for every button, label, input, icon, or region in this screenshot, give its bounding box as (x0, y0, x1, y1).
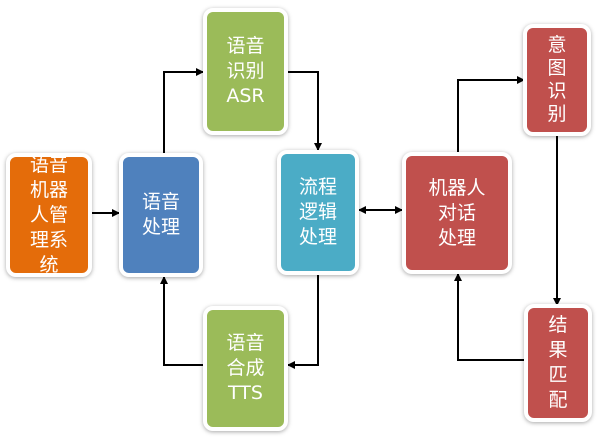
node-text: 人管 (29, 203, 68, 226)
node-text: 语音 (226, 35, 265, 57)
node-text: 配 (548, 389, 568, 411)
node-text: 处理 (298, 226, 337, 248)
node-asr: 语音 识别 ASR (203, 8, 288, 135)
node-text: 合成 (226, 357, 265, 379)
node-intent-recognition: 意 图 识 别 (523, 24, 591, 136)
node-text: 机器人 (428, 176, 486, 199)
node-text: 语音 (226, 332, 265, 354)
arrow-dialog-to-intent (457, 76, 525, 153)
node-text: 处理 (141, 216, 180, 238)
arrow-speech-to-asr (163, 68, 204, 153)
node-text: 结 (548, 314, 568, 336)
node-text: 匹 (548, 364, 568, 386)
node-text: 图 (547, 57, 567, 79)
arrow-tts-to-speech (160, 276, 203, 366)
node-text: 处理 (437, 226, 476, 249)
node-text: 果 (548, 339, 568, 361)
node-text: 理系 (29, 228, 68, 251)
node-text: 统 (39, 253, 59, 276)
node-robot-dialog: 机器人 对话 处理 (402, 152, 512, 274)
node-text: 意 (547, 34, 567, 56)
arrow-flow-to-tts (287, 273, 319, 369)
node-text: ASR (226, 85, 265, 107)
node-speech-processing: 语音 处理 (119, 153, 203, 277)
arrow-matching-to-dialog (454, 273, 526, 361)
node-text: 语音 (141, 191, 180, 213)
node-text: TTS (228, 382, 263, 404)
node-text: 机器 (29, 178, 68, 201)
node-text: 识 (547, 80, 567, 102)
node-text: 别 (547, 103, 567, 125)
node-result-matching: 结 果 匹 配 (524, 304, 592, 422)
node-text: 流程 (298, 176, 337, 198)
node-text: 逻辑 (298, 201, 337, 223)
node-flow-logic: 流程 逻辑 处理 (277, 150, 359, 275)
node-text: 对话 (437, 201, 476, 224)
arrow-asr-to-flow (288, 71, 322, 151)
node-tts: 语音 合成 TTS (203, 306, 288, 431)
node-text: 语音 (29, 153, 68, 176)
node-text: 识别 (226, 60, 265, 82)
node-management-system: 语音 机器 人管 理系 统 (6, 153, 92, 277)
